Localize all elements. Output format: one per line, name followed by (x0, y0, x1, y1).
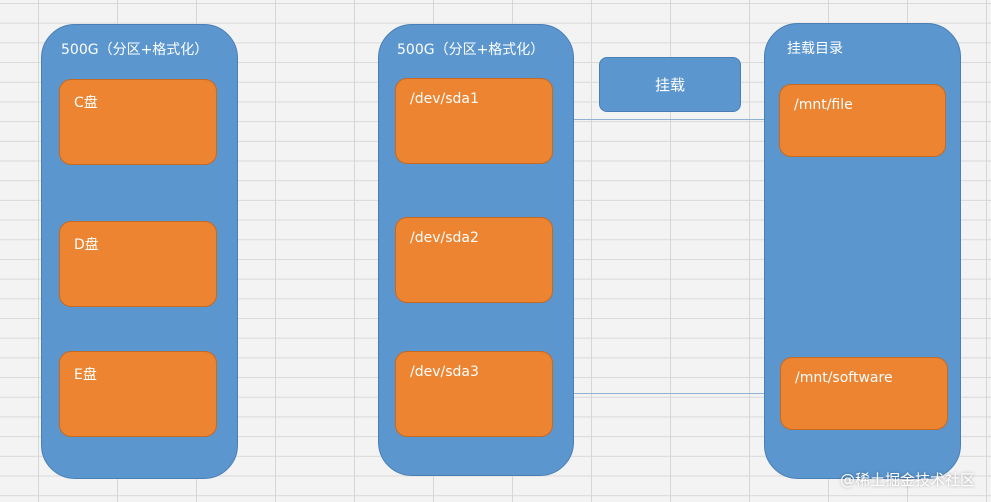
mount-label: 挂载 (654, 76, 685, 94)
mount-dir-group: 挂载目录 /mnt/file /mnt/software (764, 23, 961, 479)
partition-c: C盘 (59, 79, 217, 165)
mount-software: /mnt/software (780, 357, 948, 430)
partition-sda1: /dev/sda1 (395, 78, 553, 164)
mount-label-box: 挂载 (599, 57, 741, 112)
partition-sda1-label: /dev/sda1 (410, 91, 479, 107)
mount-file-label: /mnt/file (794, 97, 853, 113)
partition-sda3-label: /dev/sda3 (410, 364, 479, 380)
watermark: @稀土掘金技术社区 (839, 471, 975, 489)
partition-sda2-label: /dev/sda2 (410, 230, 479, 246)
partition-e-label: E盘 (74, 367, 97, 383)
partition-c-label: C盘 (74, 95, 98, 111)
linux-disk-group: 500G（分区+格式化） /dev/sda1 /dev/sda2 /dev/sd… (378, 24, 574, 476)
partition-d-label: D盘 (74, 237, 99, 253)
mount-dir-title: 挂载目录 (787, 41, 843, 57)
windows-disk-title: 500G（分区+格式化） (61, 42, 209, 58)
connector-sda3-to-software (574, 393, 764, 394)
partition-e: E盘 (59, 351, 217, 437)
linux-disk-title: 500G（分区+格式化） (397, 42, 545, 58)
mount-software-label: /mnt/software (795, 370, 893, 386)
connector-sda1-to-file (574, 119, 764, 120)
mount-file: /mnt/file (779, 84, 946, 157)
partition-d: D盘 (59, 221, 217, 307)
partition-sda3: /dev/sda3 (395, 351, 553, 437)
partition-sda2: /dev/sda2 (395, 217, 553, 303)
windows-disk-group: 500G（分区+格式化） C盘 D盘 E盘 (41, 24, 238, 479)
